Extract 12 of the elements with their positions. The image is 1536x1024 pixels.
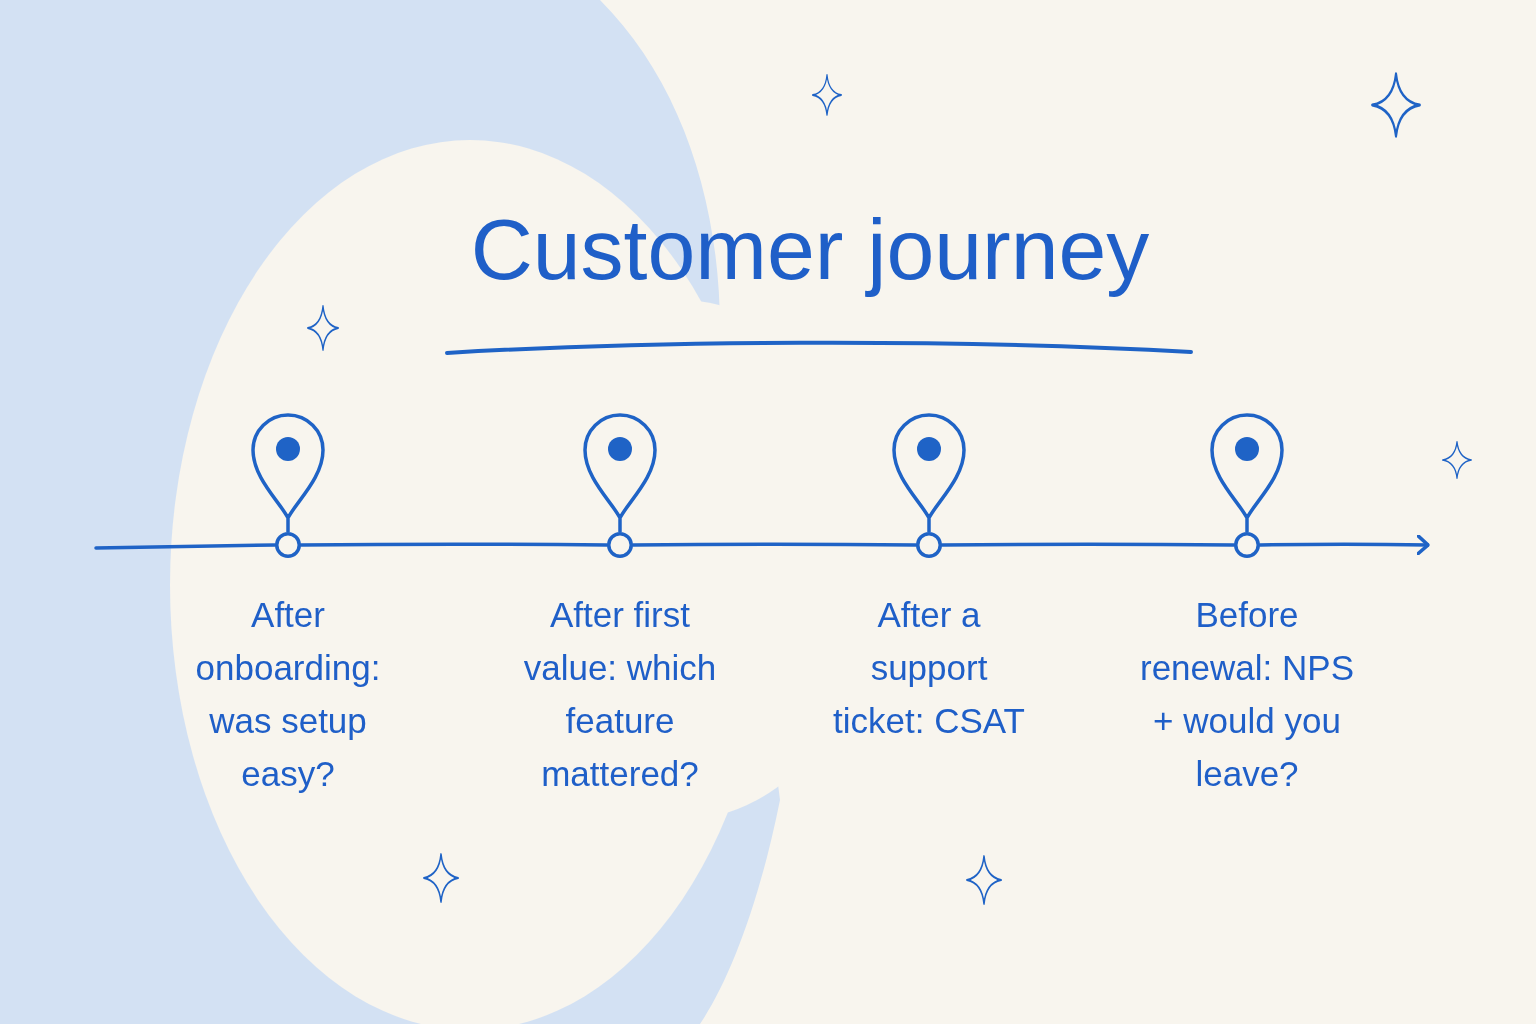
timeline-line xyxy=(940,542,1236,547)
timeline-arrow xyxy=(1258,534,1430,556)
title: Customer journey xyxy=(470,200,1150,299)
milestone-caption: After first value: which feature mattered? xyxy=(522,594,718,795)
milestone-circle xyxy=(916,532,942,558)
timeline-line xyxy=(94,543,277,550)
milestone-caption: Before renewal: NPS + would you leave? xyxy=(1139,594,1355,795)
timeline-line xyxy=(631,542,918,547)
milestone-caption: After onboarding: was setup easy? xyxy=(194,594,382,795)
timeline-line xyxy=(299,542,609,547)
milestone-circle xyxy=(1234,532,1260,558)
milestone-caption: After a support ticket: CSAT xyxy=(832,594,1026,742)
